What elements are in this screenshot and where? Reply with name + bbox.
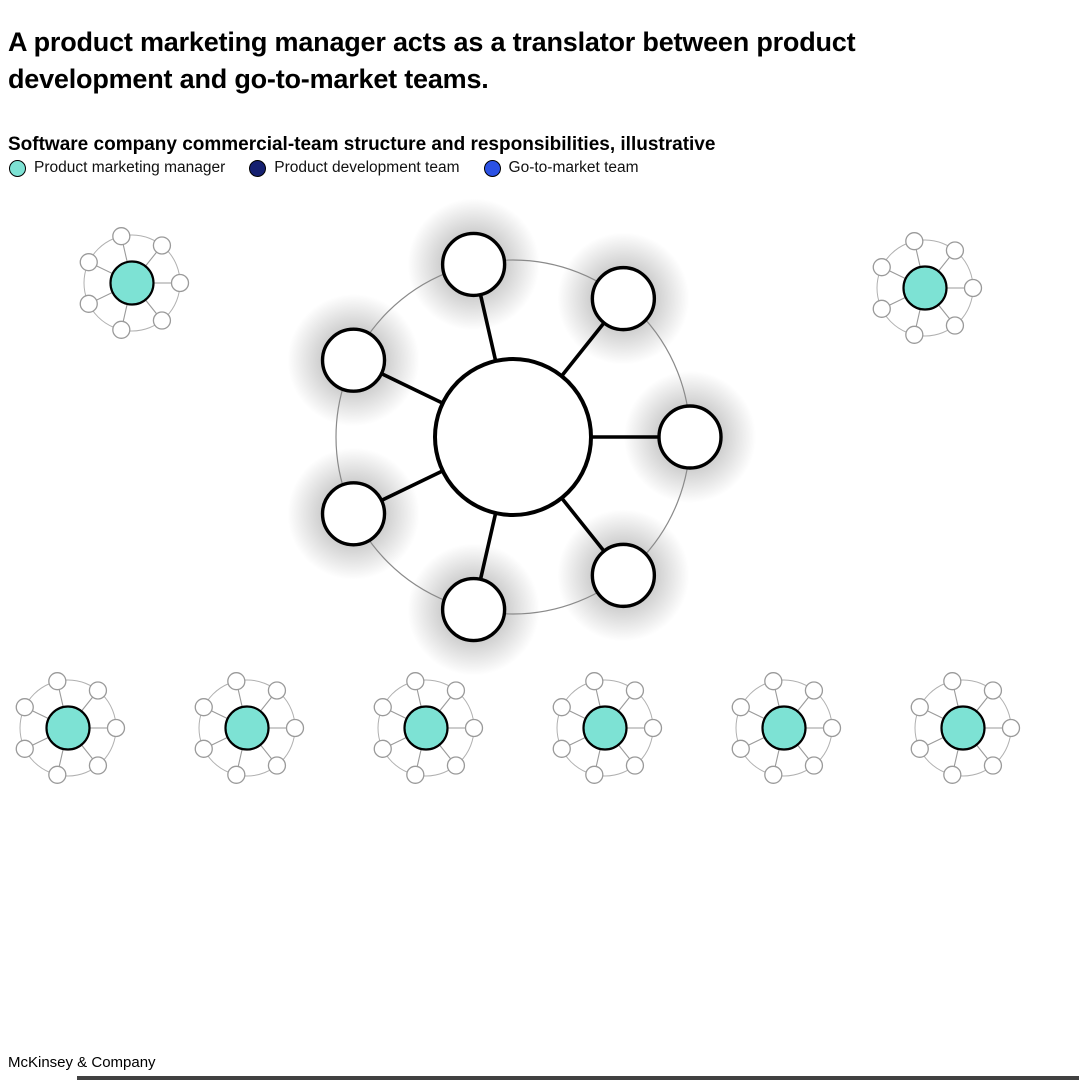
satellite-circle bbox=[440, 231, 507, 298]
satellite-circle bbox=[406, 672, 425, 691]
satellite-circle bbox=[731, 698, 750, 717]
mini-network-diagram-5 bbox=[373, 672, 484, 784]
legend-dot-navy-icon bbox=[249, 159, 267, 177]
satellite-circle bbox=[945, 241, 965, 260]
satellite-circle bbox=[731, 739, 750, 758]
satellite-circle bbox=[910, 698, 929, 717]
satellite-circle bbox=[446, 756, 466, 775]
hub-circle bbox=[45, 705, 91, 751]
hub-circle bbox=[433, 357, 593, 517]
satellite-circle bbox=[440, 576, 507, 643]
satellite-circle bbox=[943, 672, 962, 691]
satellite-circle bbox=[267, 681, 287, 700]
satellite-circle bbox=[79, 294, 98, 313]
legend-dot-blue-icon bbox=[483, 159, 501, 177]
satellite-circle bbox=[872, 299, 891, 318]
satellite-circle bbox=[585, 765, 604, 784]
satellite-circle bbox=[625, 756, 645, 775]
satellite-circle bbox=[112, 227, 131, 246]
satellite-circle bbox=[590, 265, 657, 332]
satellite-circle bbox=[227, 672, 246, 691]
satellite-circle bbox=[79, 253, 98, 272]
satellite-circle bbox=[822, 718, 842, 738]
satellite-circle bbox=[227, 765, 246, 784]
satellite-circle bbox=[804, 756, 824, 775]
hub-circle bbox=[902, 265, 948, 311]
hub-circle bbox=[582, 705, 628, 751]
satellite-circle bbox=[464, 718, 484, 738]
satellite-circle bbox=[764, 765, 783, 784]
satellite-circle bbox=[657, 404, 723, 470]
satellite-circle bbox=[15, 739, 34, 758]
satellite-circle bbox=[194, 698, 213, 717]
brand-footer: McKinsey & Company bbox=[8, 1054, 156, 1071]
satellite-circle bbox=[625, 681, 645, 700]
satellite-circle bbox=[552, 698, 571, 717]
legend-dot-teal-icon bbox=[9, 159, 26, 177]
legend: Product marketing manager Product develo… bbox=[9, 159, 639, 177]
satellite-circle bbox=[764, 672, 783, 691]
mini-network-diagram-4 bbox=[194, 672, 305, 784]
satellite-circle bbox=[552, 739, 571, 758]
mini-network-diagram-1 bbox=[79, 227, 190, 339]
hub-circle bbox=[940, 705, 986, 751]
satellite-circle bbox=[152, 236, 172, 255]
satellite-circle bbox=[285, 718, 305, 738]
legend-item-product-development-team: Product development team bbox=[249, 159, 460, 177]
satellite-circle bbox=[48, 765, 67, 784]
satellite-circle bbox=[406, 765, 425, 784]
satellite-circle bbox=[194, 739, 213, 758]
legend-item-product-marketing-manager: Product marketing manager bbox=[9, 159, 225, 177]
hub-circle bbox=[109, 260, 155, 306]
mini-network-diagram-6 bbox=[552, 672, 663, 784]
page-subtitle: Software company commercial-team structu… bbox=[8, 133, 716, 155]
satellite-circle bbox=[643, 718, 663, 738]
satellite-circle bbox=[170, 273, 190, 293]
legend-item-label: Product marketing manager bbox=[34, 159, 226, 176]
satellite-circle bbox=[1001, 718, 1021, 738]
satellite-circle bbox=[945, 316, 965, 335]
satellite-circle bbox=[15, 698, 34, 717]
legend-item-label: Go-to-market team bbox=[508, 159, 639, 176]
satellite-circle bbox=[152, 311, 172, 330]
satellite-circle bbox=[446, 681, 466, 700]
satellite-circle bbox=[983, 756, 1003, 775]
satellite-circle bbox=[106, 718, 126, 738]
hub-circle bbox=[224, 705, 270, 751]
mini-network-diagram-3 bbox=[15, 672, 126, 784]
legend-item-label: Product development team bbox=[274, 159, 460, 176]
mini-network-diagram-7 bbox=[731, 672, 842, 784]
satellite-circle bbox=[320, 481, 387, 547]
satellite-circle bbox=[983, 681, 1003, 700]
satellite-circle bbox=[112, 320, 131, 339]
satellite-circle bbox=[585, 672, 604, 691]
hub-circle bbox=[761, 705, 807, 751]
page-title: A product marketing manager acts as a tr… bbox=[8, 27, 856, 95]
satellite-circle bbox=[872, 258, 891, 277]
bottom-bar bbox=[77, 1076, 1079, 1080]
satellite-circle bbox=[373, 739, 392, 758]
satellite-circle bbox=[804, 681, 824, 700]
satellite-circle bbox=[88, 756, 108, 775]
satellite-circle bbox=[320, 327, 387, 393]
satellite-circle bbox=[373, 698, 392, 717]
satellite-circle bbox=[48, 672, 67, 691]
satellite-circle bbox=[590, 542, 657, 609]
satellite-circle bbox=[905, 325, 924, 344]
mini-network-diagram-2 bbox=[872, 232, 983, 344]
mini-network-diagram-8 bbox=[910, 672, 1021, 784]
satellite-circle bbox=[905, 232, 924, 251]
legend-item-go-to-market-team: Go-to-market team bbox=[483, 159, 639, 177]
satellite-circle bbox=[88, 681, 108, 700]
hub-network-diagram bbox=[287, 198, 756, 676]
satellite-circle bbox=[943, 765, 962, 784]
satellite-circle bbox=[267, 756, 287, 775]
hub-circle bbox=[403, 705, 449, 751]
satellite-circle bbox=[963, 278, 983, 298]
satellite-circle bbox=[910, 739, 929, 758]
